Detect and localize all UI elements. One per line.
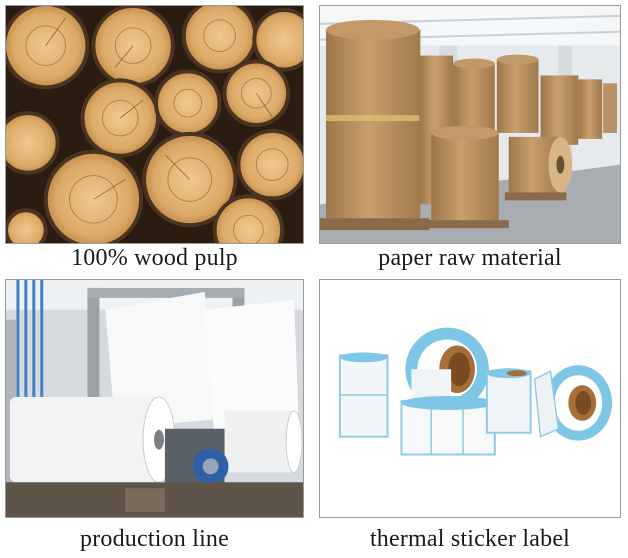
production-machine-photo [5,279,304,518]
panel-wood-pulp: 100% wood pulp [5,5,304,275]
panel-thermal-sticker-label: thermal sticker label [319,279,621,558]
panel-production-line: production line [5,279,304,558]
caption-paper-raw-material: paper raw material [378,245,562,271]
caption-thermal-sticker-label: thermal sticker label [369,526,571,552]
caption-wood-pulp: 100% wood pulp [71,245,238,271]
panel-paper-raw-material: paper raw material [319,5,621,275]
wood-logs-photo [5,5,304,244]
caption-production-line: production line [80,526,229,552]
label-rolls-photo [319,279,621,518]
warehouse-rolls-photo [319,5,621,244]
